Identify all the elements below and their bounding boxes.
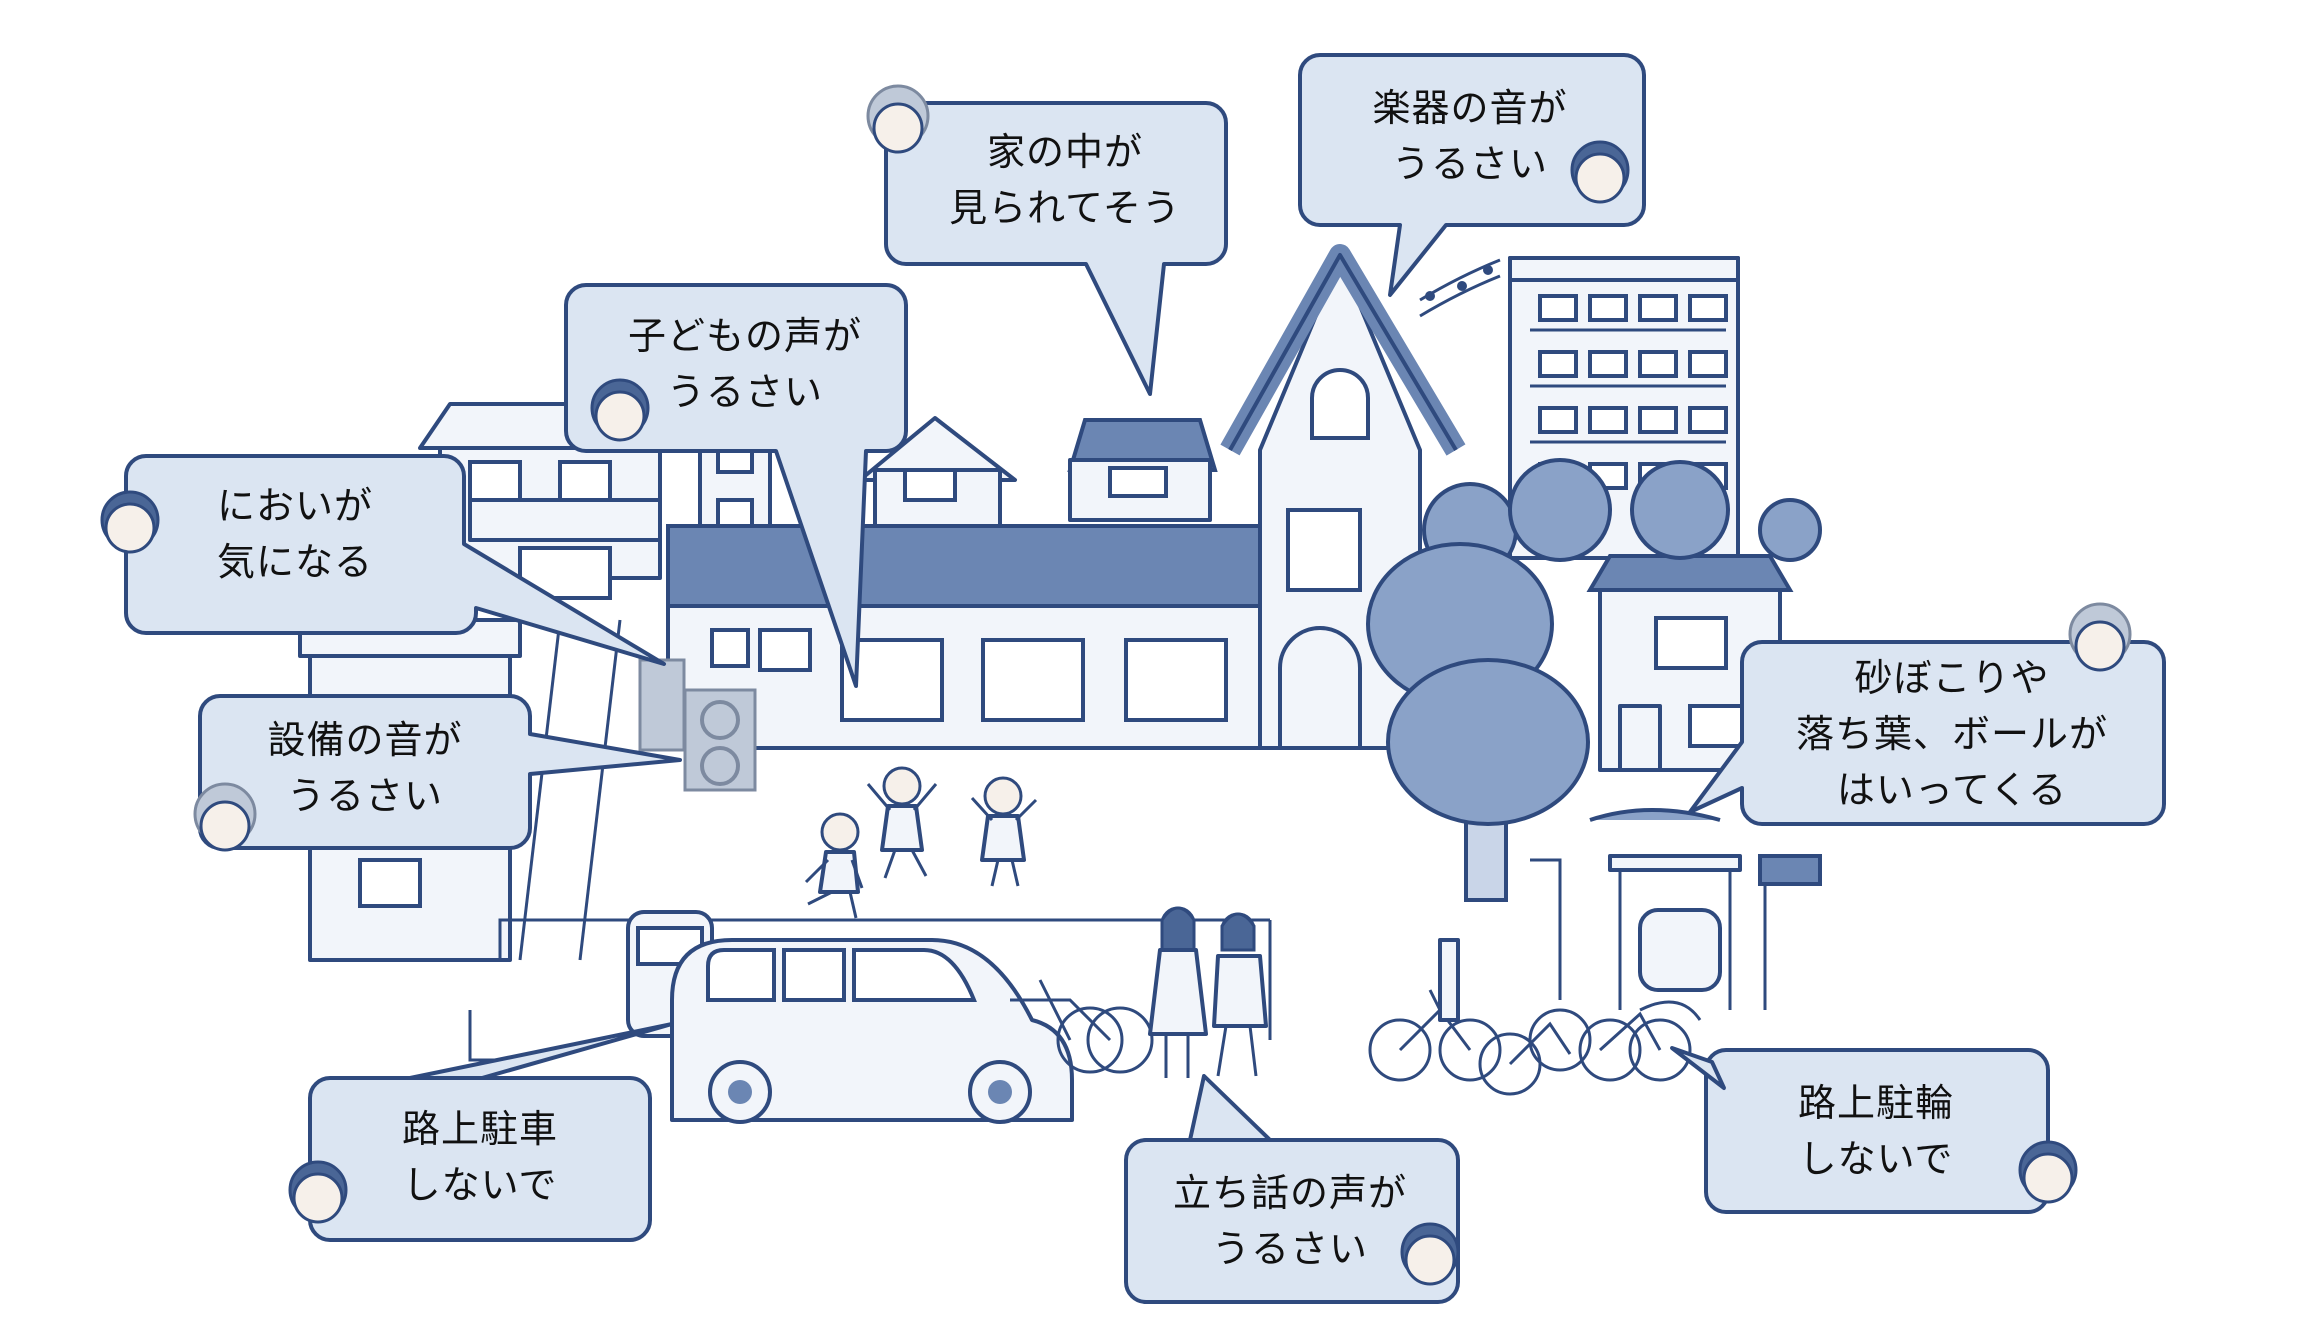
worried-person-icon bbox=[288, 1160, 348, 1224]
worried-person-icon bbox=[2018, 1140, 2078, 1204]
music-notes-icon bbox=[1419, 258, 1501, 318]
callout-instrument-line-2: うるさい bbox=[1391, 142, 1548, 186]
callout-bicycle-line-2: しないで bbox=[1798, 1137, 1954, 1181]
trees bbox=[1366, 458, 1822, 902]
town-scene bbox=[298, 244, 1822, 1124]
callout-smell: においが 気になる bbox=[140, 470, 450, 598]
bicycle-icon bbox=[1010, 979, 1154, 1074]
callout-dust-bubble bbox=[1688, 640, 2166, 826]
callout-smell-bubble bbox=[124, 454, 666, 666]
worried-person-icon bbox=[1570, 140, 1630, 204]
callout-bicycle-bubble bbox=[1670, 1046, 2050, 1214]
main-facility-building bbox=[666, 524, 1262, 750]
callout-equipment-bubble bbox=[198, 694, 682, 850]
callout-smell-line-1: においが bbox=[216, 484, 373, 528]
callout-dust-line-1: 砂ぼこりや bbox=[1854, 656, 2050, 700]
callout-chatting-line-1: 立ち話の声が bbox=[1172, 1171, 1407, 1215]
callout-instrument-bubble bbox=[1298, 53, 1646, 297]
speech-bubbles bbox=[124, 53, 2166, 1304]
callout-equipment-line-2: うるさい bbox=[286, 774, 443, 818]
callout-children-line-2: うるさい bbox=[666, 370, 823, 414]
worried-person-icon bbox=[100, 490, 160, 554]
chatting-people-icon bbox=[1148, 906, 1268, 1078]
callout-privacy: 家の中が 見られてそう bbox=[900, 118, 1230, 242]
resident-faces bbox=[100, 84, 2132, 1286]
callout-children: 子どもの声が うるさい bbox=[580, 300, 910, 428]
carport bbox=[1530, 854, 1822, 1010]
callout-equipment-line-1: 設備の音が bbox=[267, 718, 463, 762]
car-icon bbox=[626, 910, 1074, 1124]
callout-equipment: 設備の音が うるさい bbox=[210, 710, 520, 826]
worried-person-icon bbox=[590, 378, 650, 442]
callout-children-bubble bbox=[564, 283, 908, 688]
callout-chatting-line-2: うるさい bbox=[1211, 1227, 1368, 1271]
worried-person-icon bbox=[1400, 1222, 1460, 1286]
callout-bicycle-line-1: 路上駐輪 bbox=[1797, 1081, 1954, 1125]
callout-parking: 路上駐車 しないで bbox=[320, 1092, 640, 1222]
elderly-person-icon bbox=[2068, 602, 2132, 672]
callout-privacy-line-2: 見られてそう bbox=[949, 186, 1181, 230]
callout-dust-line-3: はいってくる bbox=[1836, 768, 2068, 812]
callout-dust-line-2: 落ち葉、ボールが bbox=[1795, 712, 2108, 756]
callout-dust: 砂ぼこりや 落ち葉、ボールが はいってくる bbox=[1752, 650, 2152, 818]
callout-children-line-1: 子どもの声が bbox=[627, 314, 862, 358]
callout-instrument: 楽器の音が うるさい bbox=[1320, 72, 1620, 200]
elderly-person-icon bbox=[193, 782, 257, 852]
callout-parking-line-2: しないで bbox=[402, 1163, 558, 1207]
back-houses bbox=[858, 416, 1218, 530]
children-playing-icon bbox=[804, 766, 1038, 919]
callout-smell-line-2: 気になる bbox=[216, 540, 373, 584]
callout-bicycle: 路上駐輪 しないで bbox=[1716, 1066, 2036, 1196]
callout-instrument-line-1: 楽器の音が bbox=[1372, 86, 1568, 130]
parked-bicycles-icon bbox=[1368, 938, 1702, 1096]
callout-parking-line-1: 路上駐車 bbox=[401, 1107, 558, 1151]
elderly-person-icon bbox=[866, 84, 930, 154]
callout-chatting-bubble bbox=[1124, 1074, 1460, 1304]
callout-chatting: 立ち話の声が うるさい bbox=[1130, 1156, 1450, 1286]
air-conditioner-icon bbox=[638, 628, 812, 792]
callout-parking-bubble bbox=[308, 1022, 674, 1242]
callout-privacy-line-1: 家の中が bbox=[986, 130, 1143, 174]
